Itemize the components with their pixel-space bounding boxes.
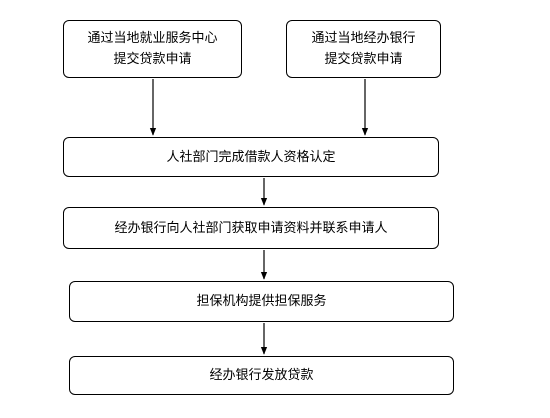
node-text-line: 通过当地经办银行 xyxy=(311,31,416,46)
node-text-line: 担保机构提供担保服务 xyxy=(196,294,327,309)
node-text-line: 提交贷款申请 xyxy=(324,52,403,67)
node-apply-via-bank: 通过当地经办银行 提交贷款申请 xyxy=(286,20,441,78)
node-apply-via-employment-center: 通过当地就业服务中心 提交贷款申请 xyxy=(63,20,242,78)
node-text-line: 经办银行向人社部门获取申请资料并联系申请人 xyxy=(114,220,388,236)
node-bank-contacts-applicant: 经办银行向人社部门获取申请资料并联系申请人 xyxy=(63,207,439,249)
node-text-line: 经办银行发放贷款 xyxy=(209,368,314,383)
node-text-line: 通过当地就业服务中心 xyxy=(87,31,218,46)
node-guarantee-service: 担保机构提供担保服务 xyxy=(69,281,454,322)
node-loan-disbursement: 经办银行发放贷款 xyxy=(69,356,454,395)
node-borrower-qualification: 人社部门完成借款人资格认定 xyxy=(63,137,439,177)
node-text-line: 人社部门完成借款人资格认定 xyxy=(166,149,336,165)
node-text-line: 提交贷款申请 xyxy=(113,52,192,67)
